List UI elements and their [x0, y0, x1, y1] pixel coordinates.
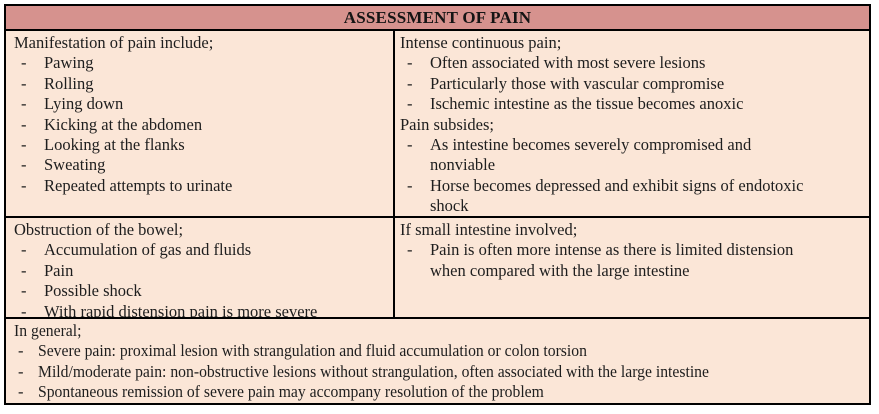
dash-bullet: - [21, 155, 27, 175]
list-item-text: Pain is often more intense as there is l… [430, 240, 794, 280]
list-item: - With rapid distension pain is more seve… [14, 302, 387, 317]
dash-bullet: - [18, 361, 24, 381]
list-item: -Possible shock [14, 281, 387, 301]
list-item: -Pain is often more intense as there is … [400, 240, 865, 281]
table-header-row: ASSESSMENT OF PAIN [6, 6, 869, 31]
list-item-text: Pawing [44, 53, 94, 73]
bullet-list: -Pain is often more intense as there is … [400, 240, 865, 281]
dash-bullet: - [407, 175, 413, 195]
dash-bullet: - [21, 94, 27, 114]
cell-heading: Manifestation of pain include; [14, 33, 214, 52]
cell-heading: If small intestine involved; [400, 220, 578, 239]
dash-bullet: - [21, 281, 27, 301]
dash-bullet: - [21, 135, 27, 155]
list-item-text: Particularly those with vascular comprom… [430, 73, 725, 93]
list-item-text: With rapid distension pain is more sever… [44, 301, 318, 317]
dash-bullet: - [21, 73, 27, 93]
dash-bullet: - [21, 301, 27, 317]
dash-bullet: - [407, 135, 413, 155]
list-item: -Pain [14, 261, 387, 281]
cell-heading: Obstruction of the bowel; [14, 220, 184, 239]
dash-bullet: - [21, 175, 27, 195]
list-item-text: Looking at the flanks [44, 135, 185, 155]
list-item: -Often associated with most severe lesio… [400, 53, 865, 73]
bullet-list: -Pawing-Rolling-Lying down-Kicking at th… [14, 53, 387, 196]
list-item: -Spontaneous remission of severe pain ma… [14, 382, 865, 402]
list-item-text: Often associated with most severe lesion… [430, 53, 706, 73]
list-item: -Kicking at the abdomen [14, 115, 387, 135]
list-item: -Lying down [14, 94, 387, 114]
bullet-list: -As intestine becomes severely compromis… [400, 135, 865, 216]
cell-heading: Pain subsides; [400, 114, 494, 134]
dash-bullet: - [18, 341, 24, 361]
bullet-list: -Accumulation of gas and fluids-Pain-Pos… [14, 240, 387, 317]
list-item-text: Mild/moderate pain: non-obstructive lesi… [38, 361, 709, 381]
list-item-text: Horse becomes depressed and exhibit sign… [430, 175, 804, 216]
table-title: ASSESSMENT OF PAIN [343, 7, 532, 27]
cell-heading: In general; [14, 321, 82, 340]
assessment-table: ASSESSMENT OF PAIN Manifestation of pain… [4, 4, 871, 405]
table-row-3: In general; -Severe pain: proximal lesio… [6, 319, 869, 403]
list-item-text: Repeated attempts to urinate [44, 175, 233, 195]
list-item-text: Spontaneous remission of severe pain may… [38, 382, 544, 402]
list-item: -Particularly those with vascular compro… [400, 74, 865, 94]
list-item: -As intestine becomes severely compromis… [400, 135, 865, 176]
bullet-list: -Severe pain: proximal lesion with stran… [14, 341, 865, 402]
list-item: -Looking at the flanks [14, 135, 387, 155]
list-item: -Sweating [14, 155, 387, 175]
list-item-text: Possible shock [44, 281, 142, 301]
cell-heading: Intense continuous pain; [400, 33, 562, 52]
cell-intense-pain: Intense continuous pain; -Often associat… [395, 31, 869, 216]
dash-bullet: - [21, 240, 27, 260]
dash-bullet: - [407, 94, 413, 114]
list-item-text: Pain [44, 260, 74, 280]
list-item: -Repeated attempts to urinate [14, 176, 387, 196]
list-item-text: Ischemic intestine as the tissue becomes… [430, 94, 744, 114]
cell-general: In general; -Severe pain: proximal lesio… [6, 319, 869, 403]
list-item-text: Kicking at the abdomen [44, 114, 203, 134]
dash-bullet: - [407, 53, 413, 73]
dash-bullet: - [407, 240, 413, 260]
list-item: -Ischemic intestine as the tissue become… [400, 94, 865, 114]
dash-bullet: - [407, 73, 413, 93]
dash-bullet: - [21, 260, 27, 280]
list-item: -Rolling [14, 74, 387, 94]
list-item: -Accumulation of gas and fluids [14, 240, 387, 260]
list-item: -Pawing [14, 53, 387, 73]
list-item: -Mild/moderate pain: non-obstructive les… [14, 362, 865, 382]
list-item-text: Severe pain: proximal lesion with strang… [38, 341, 587, 361]
cell-manifestation: Manifestation of pain include; -Pawing-R… [6, 31, 395, 216]
dash-bullet: - [18, 382, 24, 402]
list-item-text: Lying down [44, 94, 124, 114]
list-item-text: As intestine becomes severely compromise… [430, 135, 752, 175]
list-item-text: Rolling [44, 73, 94, 93]
list-item: -Horse becomes depressed and exhibit sig… [400, 176, 865, 216]
list-item-text: Sweating [44, 155, 106, 175]
cell-small-intestine: If small intestine involved; -Pain is of… [395, 218, 869, 317]
table-row-2: Obstruction of the bowel; -Accumulation … [6, 218, 869, 319]
table-row-1: Manifestation of pain include; -Pawing-R… [6, 31, 869, 218]
dash-bullet: - [21, 114, 27, 134]
list-item: -Severe pain: proximal lesion with stran… [14, 341, 865, 361]
bullet-list: -Often associated with most severe lesio… [400, 53, 865, 114]
dash-bullet: - [21, 53, 27, 73]
cell-obstruction: Obstruction of the bowel; -Accumulation … [6, 218, 395, 317]
list-item-text: Accumulation of gas and fluids [44, 240, 252, 260]
